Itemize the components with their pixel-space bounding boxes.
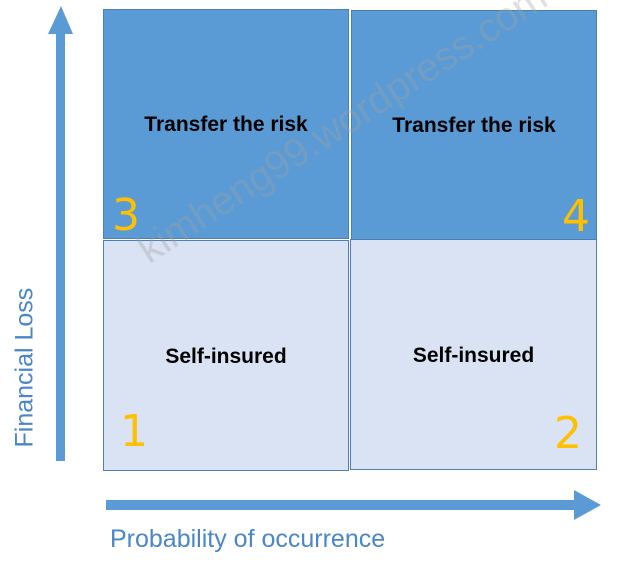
quadrant-number: 1: [120, 406, 148, 457]
quadrant-2: Self-insured 2: [350, 239, 597, 470]
quadrant-1: Self-insured 1: [103, 240, 349, 471]
quadrant-label: Transfer the risk: [144, 113, 308, 136]
quadrant-number: 2: [554, 408, 582, 459]
quadrant-number: 4: [562, 191, 590, 242]
y-axis-arrow: [48, 6, 73, 461]
x-axis-arrow: [106, 490, 601, 520]
quadrant-label: Transfer the risk: [392, 114, 556, 137]
quadrant-4: Transfer the risk 4: [351, 10, 597, 242]
quadrant-number: 3: [112, 190, 140, 241]
x-axis-label: Probability of occurrence: [110, 525, 386, 553]
quadrant-3: Transfer the risk 3: [103, 9, 349, 241]
y-axis-label: Financial Loss: [10, 287, 39, 448]
quadrant-label: Self-insured: [412, 344, 535, 367]
quadrant-label: Self-insured: [165, 345, 287, 368]
